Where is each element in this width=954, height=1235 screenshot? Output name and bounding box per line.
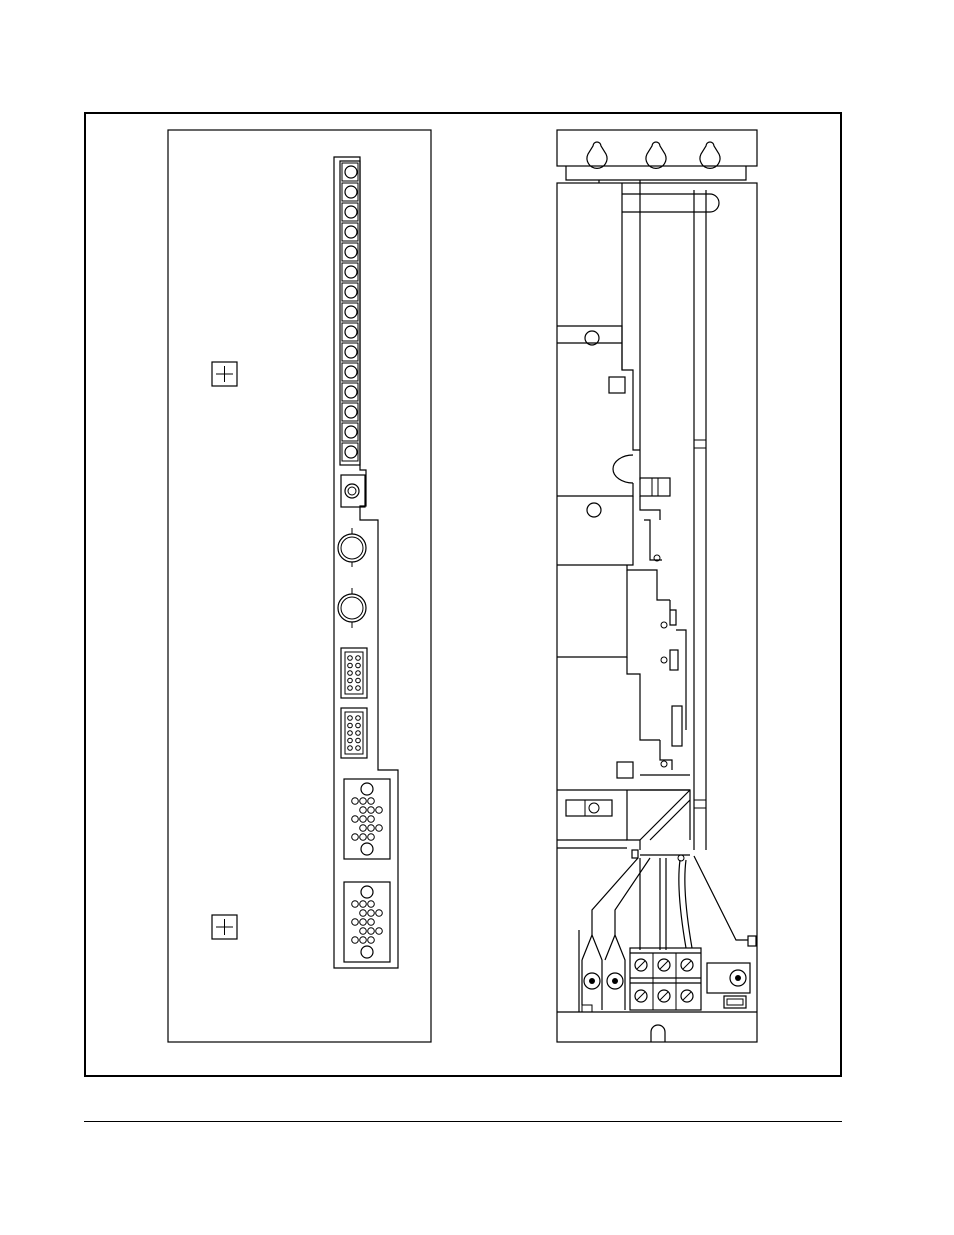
terminal-screw-4 <box>635 990 647 1002</box>
terminal-13 <box>342 403 358 421</box>
terminal-11 <box>342 363 358 381</box>
keyholes <box>587 142 720 168</box>
keyhole-2 <box>646 142 666 168</box>
small-d-connectors <box>341 648 367 758</box>
mounting-mark-bottom <box>212 915 237 939</box>
bnc-connector-1 <box>338 528 366 567</box>
bnc-connector-2 <box>338 588 366 628</box>
terminal-5 <box>342 243 358 261</box>
small-d-connector-1 <box>341 648 367 698</box>
terminal-screw-5 <box>658 990 670 1002</box>
terminal-7 <box>342 283 358 301</box>
power-terminal-block <box>630 948 701 1010</box>
terminal-2 <box>342 183 358 201</box>
terminal-12 <box>342 383 358 401</box>
terminal-1 <box>342 163 358 181</box>
large-d-connector-1 <box>344 779 390 859</box>
large-d-connectors <box>344 779 390 962</box>
terminal-screw-1 <box>635 959 647 971</box>
keyhole-1 <box>587 142 607 168</box>
terminal-screw-6 <box>681 990 693 1002</box>
front-view-panel <box>168 130 431 1042</box>
bottom-slot <box>651 1025 665 1042</box>
terminal-8 <box>342 303 358 321</box>
terminal-14 <box>342 423 358 441</box>
terminal-3 <box>342 203 358 221</box>
terminal-9 <box>342 323 358 341</box>
large-d-connector-2 <box>344 882 390 962</box>
terminal-6 <box>342 263 358 281</box>
terminal-strip <box>340 161 360 465</box>
ground-stud <box>341 475 365 507</box>
side-view-panel <box>557 130 757 1042</box>
terminal-screw-2 <box>658 959 670 971</box>
terminal-15 <box>342 443 358 461</box>
small-d-connector-2 <box>341 708 367 758</box>
keyhole-3 <box>700 142 720 168</box>
terminal-screw-3 <box>681 959 693 971</box>
mounting-mark-top <box>212 362 237 386</box>
terminal-4 <box>342 223 358 241</box>
terminal-10 <box>342 343 358 361</box>
